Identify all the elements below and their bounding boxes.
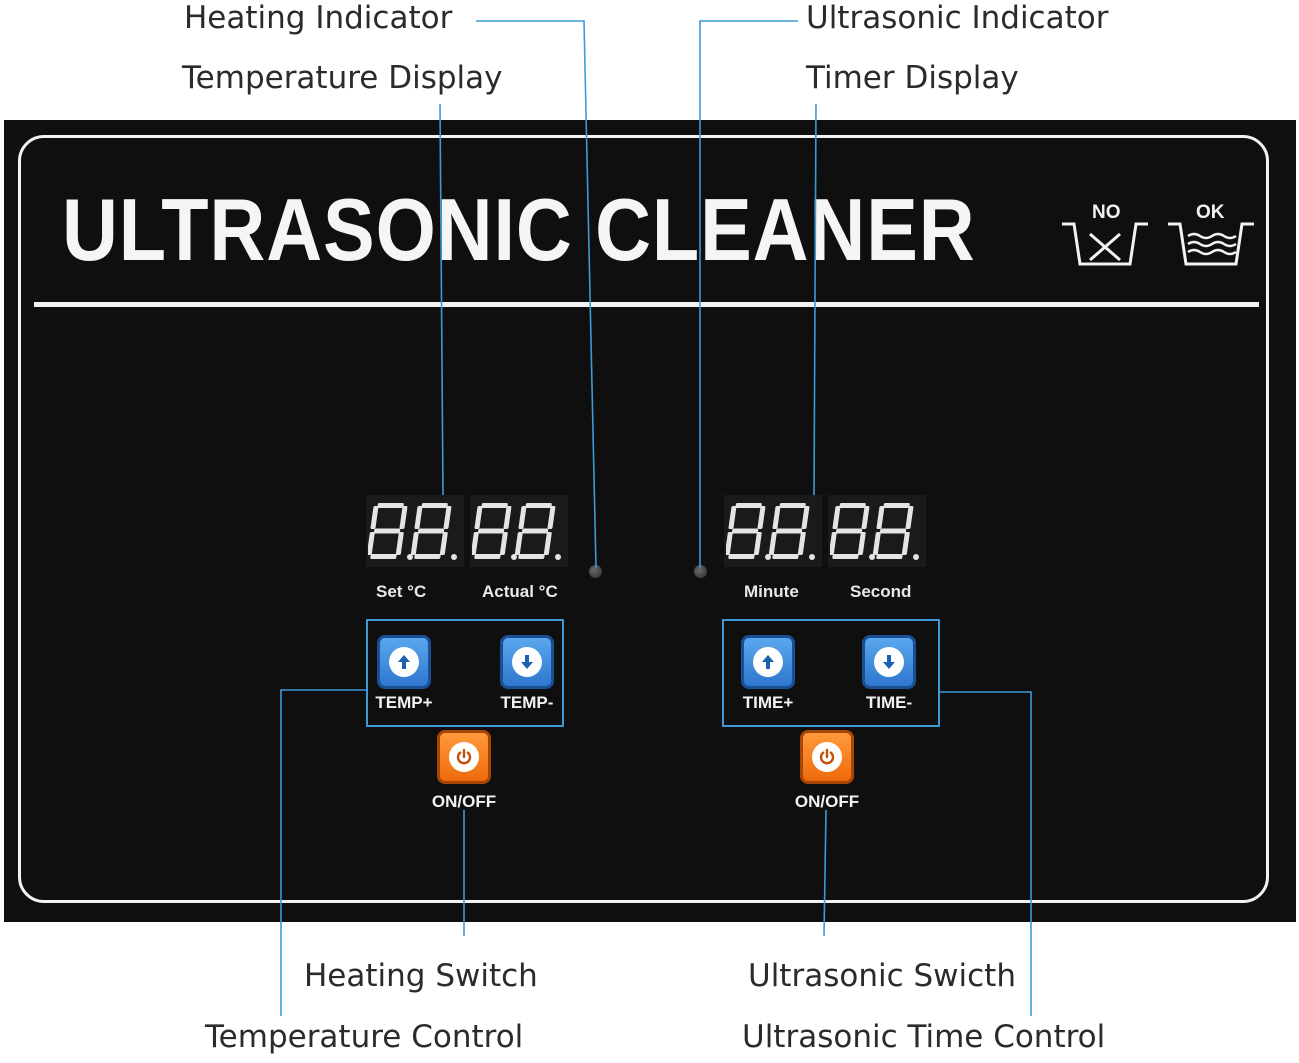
temperature-control-group xyxy=(366,619,564,727)
arrow-down-icon xyxy=(883,655,895,669)
wash-basin-ok-icon xyxy=(1168,222,1254,266)
ultrasonic-power-label: ON/OFF xyxy=(794,792,860,811)
timer-second-display xyxy=(828,495,926,567)
time-down-label: TIME- xyxy=(865,693,913,712)
seven-segment-digit xyxy=(830,503,875,560)
temp-up-label: TEMP+ xyxy=(375,693,433,712)
callout-ultrasonic-time-control: Ultrasonic Time Control xyxy=(742,1019,1106,1055)
timer-second-label: Second xyxy=(850,582,912,601)
heating-power-button[interactable] xyxy=(437,730,491,784)
temp-up-button[interactable] xyxy=(377,635,431,689)
time-up-button[interactable] xyxy=(741,635,795,689)
callout-ultrasonic-switch: Ultrasonic Swicth xyxy=(748,958,1016,994)
heating-indicator-led xyxy=(589,565,602,578)
time-down-button[interactable] xyxy=(862,635,916,689)
time-control-group xyxy=(722,619,940,727)
callout-heating-switch: Heating Switch xyxy=(304,958,538,994)
timer-minute-display xyxy=(724,495,822,567)
temp-down-button[interactable] xyxy=(500,635,554,689)
wash-basin-no-icon xyxy=(1062,222,1148,266)
arrow-up-icon xyxy=(762,655,774,669)
temp-actual-label: Actual °C xyxy=(482,582,558,601)
callout-heating-indicator: Heating Indicator xyxy=(184,0,453,36)
control-panel: ULTRASONIC CLEANER NO OK xyxy=(4,120,1296,922)
seven-segment-digit xyxy=(872,503,919,560)
seven-segment-digit xyxy=(410,503,457,560)
temp-set-label: Set °C xyxy=(376,582,427,601)
temp-set-display xyxy=(366,495,464,567)
time-up-label: TIME+ xyxy=(742,693,794,712)
callout-ultrasonic-indicator: Ultrasonic Indicator xyxy=(806,0,1109,36)
power-icon xyxy=(819,748,835,765)
title-divider xyxy=(34,302,1259,307)
power-icon xyxy=(456,748,472,765)
seven-segment-digit xyxy=(768,503,815,560)
wash-ok-label: OK xyxy=(1196,202,1225,223)
temp-actual-display xyxy=(470,495,568,567)
callout-temperature-control: Temperature Control xyxy=(205,1019,524,1055)
arrow-up-icon xyxy=(398,655,410,669)
callout-temperature-display: Temperature Display xyxy=(182,60,503,96)
arrow-down-icon xyxy=(521,655,533,669)
seven-segment-digit xyxy=(514,503,561,560)
ultrasonic-power-button[interactable] xyxy=(800,730,854,784)
seven-segment-digit xyxy=(726,503,771,560)
seven-segment-digit xyxy=(472,503,517,560)
timer-minute-label: Minute xyxy=(744,582,799,601)
panel-frame xyxy=(18,135,1269,903)
wash-no-label: NO xyxy=(1092,202,1121,223)
ultrasonic-indicator-led xyxy=(694,565,707,578)
seven-segment-digit xyxy=(368,503,413,560)
callout-timer-display: Timer Display xyxy=(806,60,1019,96)
panel-title: ULTRASONIC CLEANER xyxy=(62,180,976,279)
heating-power-label: ON/OFF xyxy=(431,792,497,811)
temp-down-label: TEMP- xyxy=(500,693,554,712)
